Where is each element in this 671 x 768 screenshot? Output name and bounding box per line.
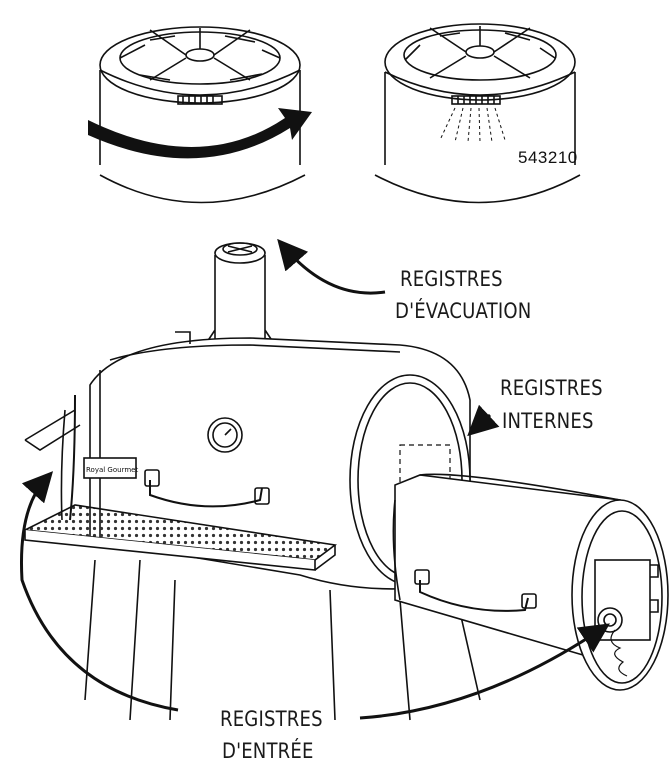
exhaust-damper-detail-rotate xyxy=(99,26,306,204)
brand-plate: Royal Gourmet xyxy=(86,466,138,474)
intake-callout-arrow-right xyxy=(359,623,610,720)
intake-label-line2: D'ENTRÉE xyxy=(222,739,314,763)
internal-callout-arrow xyxy=(467,404,500,437)
exhaust-damper-detail-scale xyxy=(374,23,581,204)
firebox xyxy=(392,473,669,691)
intake-label-line1: REGISTRES xyxy=(220,707,323,731)
exhaust-label-line2: D'ÉVACUATION xyxy=(395,299,532,323)
damper-scale-numbers: 543210 xyxy=(518,148,578,167)
exhaust-label-line1: REGISTRES xyxy=(400,267,503,291)
intake-callout-arrow-left xyxy=(20,471,179,712)
internal-label-line2: INTERNES xyxy=(502,409,594,433)
rotation-arrow xyxy=(88,108,312,159)
exhaust-callout-arrow xyxy=(277,238,386,295)
front-shelf xyxy=(22,504,338,571)
internal-label-line1: REGISTRES xyxy=(500,376,603,400)
